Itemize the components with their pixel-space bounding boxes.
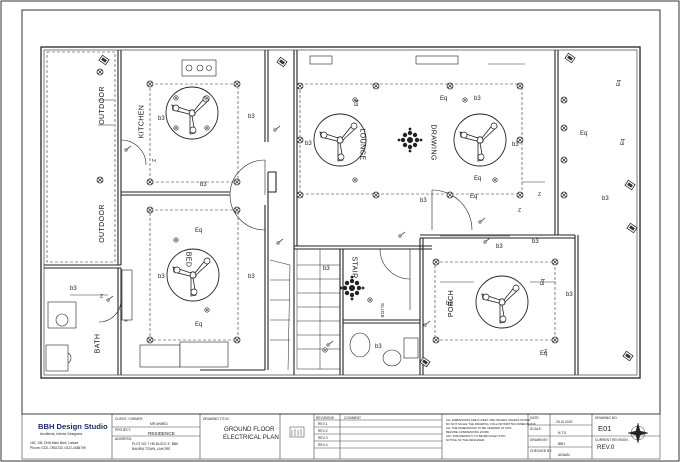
client-label: CLIENT / OWNER: [115, 417, 143, 421]
svg-text:Z: Z [518, 208, 521, 214]
svg-text:b3: b3 [248, 274, 255, 280]
svg-text:Eq: Eq [616, 80, 622, 86]
revision-row: REV-4 [318, 443, 328, 447]
svg-text:Z: Z [100, 294, 103, 300]
room-label-slide: SLIDE [380, 302, 386, 319]
drawn-by-value: BBH [558, 442, 565, 446]
scale-value: N.T.S [558, 431, 567, 435]
note-line: BEFORE COMMENCING WORK [446, 430, 489, 434]
svg-text:b3: b3 [474, 96, 481, 102]
studio-phone: Phone: 0321-7892233, 0322-4488799 [30, 446, 86, 450]
svg-text:b3: b3 [70, 286, 77, 292]
date-value: 25.10.2020 [556, 420, 573, 424]
svg-text:Eq: Eq [580, 131, 587, 137]
room-label-porch: PORCH [448, 289, 456, 318]
note-line: ALL THE DIMENSIONS TO BE VERIFIED AT SIT… [446, 426, 512, 430]
client-name: MR AHMED [150, 422, 168, 426]
svg-text:b3: b3 [496, 244, 503, 250]
room-label-lounge: LOUNGE [358, 128, 366, 161]
note-line: NOTICE OF THE DESIGNER [446, 438, 485, 442]
svg-text:Eq: Eq [470, 194, 477, 200]
svg-text:b3: b3 [305, 141, 312, 147]
revision-row: REV-1 [318, 422, 328, 426]
room-label-kitchen: KITCHEN [138, 104, 146, 139]
svg-text:b3: b3 [200, 182, 207, 188]
svg-text:b3: b3 [446, 301, 453, 307]
address-label: ADDRESS: [115, 437, 132, 441]
svg-text:b3: b3 [602, 196, 609, 202]
svg-text:b3: b3 [158, 116, 165, 122]
drawing-title-line-2: ELECTRICAL PLAN [223, 434, 279, 441]
revision-row: REV-2 [318, 429, 328, 433]
studio-tag: Architects, Interior Designers [40, 432, 83, 436]
revisions-header: REVISIONS [316, 416, 334, 420]
drawing-title-label: DRAWING TITLE: [203, 417, 230, 421]
svg-text:Eq: Eq [620, 139, 626, 145]
project-label: PROJECT: [115, 428, 131, 432]
drawing-title-line-1: GROUND FLOOR [224, 426, 275, 433]
drawing-number: E01 [598, 424, 612, 433]
comment-header: COMMENT [344, 416, 362, 420]
svg-text:b3: b3 [420, 198, 427, 204]
svg-text:b3: b3 [248, 114, 255, 120]
svg-text:Eq: Eq [474, 176, 481, 182]
svg-text:b3: b3 [512, 142, 519, 148]
current-revision: REV.0 [597, 444, 615, 451]
address-line-2: BAHRIA TOWN, LAHORE [132, 447, 171, 451]
svg-text:Z: Z [538, 192, 541, 198]
svg-text:b3: b3 [323, 266, 330, 272]
checked-by-label: CHECKED BY: [530, 449, 553, 453]
svg-text:Z: Z [544, 349, 547, 355]
checked-by-value: ADNAN [558, 453, 570, 457]
svg-text:b3: b3 [566, 292, 573, 298]
room-label-drawing: DRAWING [429, 124, 437, 161]
revision-row: REV-3 [318, 436, 328, 440]
svg-text:b3: b3 [375, 344, 382, 350]
svg-text:Eq: Eq [354, 100, 360, 106]
room-label-bath: BATH [94, 333, 102, 354]
current-revision-label: CURRENT REVISION [595, 438, 628, 442]
note-line: DO NOT SCALE THE DRAWING, FOLLOW WRITTEN… [446, 422, 536, 426]
room-label-bed: BED [184, 251, 192, 268]
project-name: RESIDENCE [148, 431, 175, 436]
drawn-by-label: DRAWN BY: [530, 438, 549, 442]
note-line: ALL DIMENSIONS ARE IN FEET AND INCHES UN… [446, 418, 531, 422]
studio-logo [289, 426, 305, 438]
drawing-no-label: DRAWING NO: [595, 416, 618, 420]
address-line-1: PLOT NO 7 HB BLOCK E, BBK [132, 442, 179, 446]
room-label-outdoor-top: OUTDOOR [98, 86, 106, 125]
svg-text:Eq: Eq [540, 351, 547, 357]
north-arrow-icon [627, 422, 649, 444]
svg-text:b3: b3 [532, 239, 539, 245]
studio-address: 182, 1/B, DHA Main Blvd, Lahore [30, 441, 79, 445]
svg-text:Z: Z [152, 159, 158, 162]
date-label: DATE: [530, 416, 540, 420]
studio-name: BBH Design Studio [38, 422, 108, 431]
svg-text:Eq: Eq [195, 228, 202, 234]
room-label-stair: STAIR [350, 256, 358, 279]
svg-text:Eq: Eq [440, 96, 447, 102]
svg-text:Eq: Eq [195, 322, 202, 328]
note-line: ANY DISCREPANCY TO BE BROUGHT INTO [446, 434, 506, 438]
room-label-outdoor-bottom: OUTDOOR [98, 204, 106, 243]
svg-text:b3: b3 [158, 274, 165, 280]
scale-label: SCALE: [530, 427, 542, 431]
